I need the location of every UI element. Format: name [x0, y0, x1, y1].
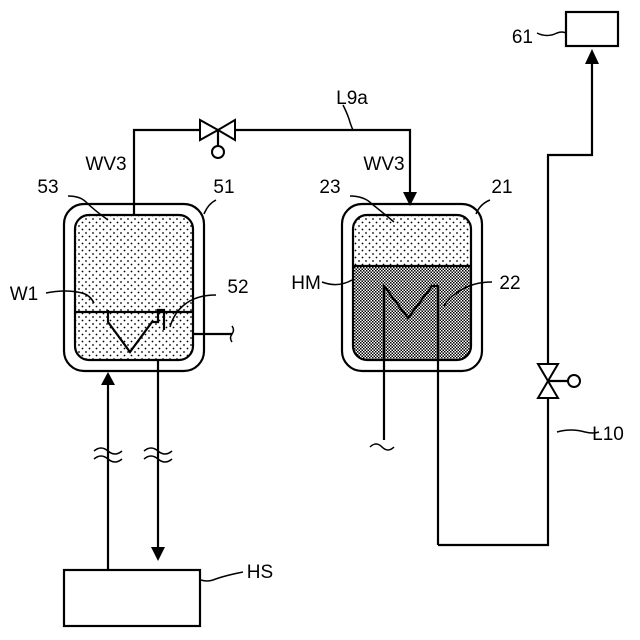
right-vessel	[342, 204, 482, 545]
label-53: 53	[37, 177, 58, 198]
l9a-valve-left-triangle	[200, 120, 218, 140]
label-l10: L10	[592, 424, 624, 445]
label-w1: W1	[10, 284, 39, 305]
label-l9a: L9a	[336, 88, 368, 109]
l10-upper-segment	[548, 62, 592, 364]
heat-source-lines	[94, 360, 172, 570]
left-vapor-space-fill	[75, 215, 193, 360]
l10-arrow-head	[585, 49, 599, 64]
heat-source-box	[64, 570, 200, 626]
label-23: 23	[319, 177, 340, 198]
l9a-valve-actuator-icon	[212, 146, 224, 158]
heat-return-arrow	[151, 547, 165, 561]
l9a-left-segment	[134, 130, 200, 215]
l10-valve-top-triangle	[538, 364, 558, 381]
label-21: 21	[491, 177, 512, 198]
l9a-valve-right-triangle	[218, 120, 235, 140]
leader-hm	[322, 280, 352, 285]
l10-valve-bottom-triangle	[538, 381, 558, 398]
label-52: 52	[227, 277, 248, 298]
left-vessel	[64, 204, 234, 371]
leader-51	[204, 200, 216, 214]
label-51: 51	[213, 177, 234, 198]
l10-valve-actuator-icon	[568, 375, 580, 387]
label-left-wv3: WV3	[85, 154, 126, 175]
leader-61	[537, 32, 566, 36]
label-hm: HM	[291, 273, 321, 294]
leader-hs	[201, 572, 243, 581]
l10-lower-segment	[438, 398, 548, 545]
label-right-wv3: WV3	[363, 154, 404, 175]
label-hs: HS	[247, 562, 273, 583]
right-coil-break-icon	[370, 444, 394, 450]
right-vapor-space-fill	[353, 215, 471, 267]
heat-supply-arrow	[101, 372, 115, 385]
box-61	[566, 12, 618, 46]
label-22: 22	[499, 273, 520, 294]
label-61: 61	[512, 27, 533, 48]
